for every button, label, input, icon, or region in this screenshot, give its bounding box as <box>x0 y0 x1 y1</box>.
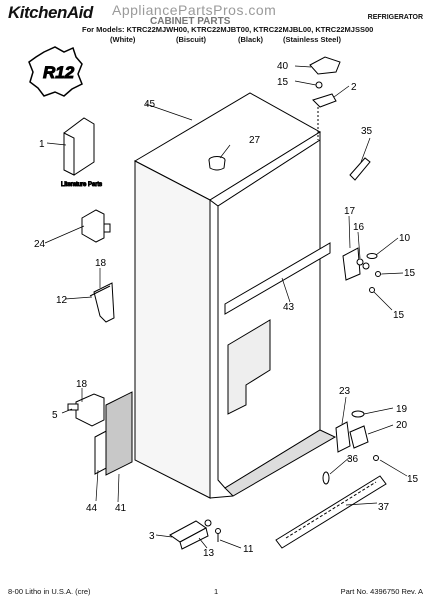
callout-16: 16 <box>353 222 365 233</box>
part-12 <box>89 282 115 323</box>
models-line: For Models: KTRC22MJWH00, KTRC22MJBT00, … <box>82 25 374 34</box>
callout-27: 27 <box>249 135 261 146</box>
color-biscuit: (Biscuit) <box>176 35 206 44</box>
callout-11: 11 <box>243 544 254 555</box>
callout-10: 10 <box>399 233 411 244</box>
callout-44: 44 <box>86 503 98 514</box>
callout-labels: 45 27 1 40 15 2 35 24 18 12 17 16 10 15 … <box>34 61 419 559</box>
screw-27 <box>208 156 226 171</box>
callout-15-top: 15 <box>277 77 289 88</box>
callout-18-upper: 18 <box>95 258 107 269</box>
watermark: AppliancePartsPros.com <box>112 2 277 18</box>
callout-15-right: 15 <box>404 268 416 279</box>
brand-logo: KitchenAid <box>8 3 93 22</box>
callout-37: 36 <box>347 454 359 465</box>
callout-18-lower: 18 <box>76 379 88 390</box>
hinge-cluster <box>342 247 381 293</box>
callout-41: 43 <box>283 302 295 313</box>
lower-right-hinge <box>322 410 379 485</box>
leader-lines <box>44 65 408 549</box>
callout-43: 41 <box>115 503 127 514</box>
callout-3: 3 <box>149 531 155 542</box>
r12-badge: R12 <box>28 46 83 97</box>
footer-litho: 8-00 Litho in U.S.A. (cre) <box>8 587 91 596</box>
callout-5: 5 <box>52 410 58 421</box>
toe-grille <box>275 475 387 549</box>
callout-17: 17 <box>344 206 356 217</box>
literature-parts: Literature Parts <box>61 117 103 189</box>
divider-bar <box>224 242 331 315</box>
callout-13: 13 <box>203 548 215 559</box>
cabinet-body <box>133 92 337 499</box>
callout-24: 24 <box>34 239 46 250</box>
r12-text: R12 <box>43 63 75 82</box>
callout-35: 35 <box>361 126 373 137</box>
callout-40: 40 <box>277 61 289 72</box>
callout-12: 12 <box>56 295 68 306</box>
callout-23: 23 <box>339 386 351 397</box>
callout-1: 1 <box>39 139 45 150</box>
part-24 <box>81 209 111 243</box>
category-label: REFRIGERATOR <box>367 14 423 21</box>
callout-19: 19 <box>396 404 408 415</box>
color-white: (White) <box>110 35 136 44</box>
callout-45: 45 <box>144 99 156 110</box>
color-black: (Black) <box>238 35 264 44</box>
literature-label: Literature Parts <box>61 182 102 188</box>
footer-page-number: 1 <box>214 587 219 596</box>
section-title: CABINET PARTS <box>150 16 231 27</box>
callout-2: 2 <box>351 82 357 93</box>
lower-left-parts <box>67 391 133 476</box>
callout-36: 37 <box>378 502 390 513</box>
callout-20: 20 <box>396 420 408 431</box>
bottom-hinge <box>169 519 221 550</box>
callout-15-mid: 15 <box>393 310 405 321</box>
top-hinge <box>309 56 341 140</box>
color-stainless: (Stainless Steel) <box>283 35 341 44</box>
part-35 <box>349 157 371 181</box>
callout-15-bottom: 15 <box>407 474 419 485</box>
footer-part-number: Part No. 4396750 Rev. A <box>340 587 423 596</box>
